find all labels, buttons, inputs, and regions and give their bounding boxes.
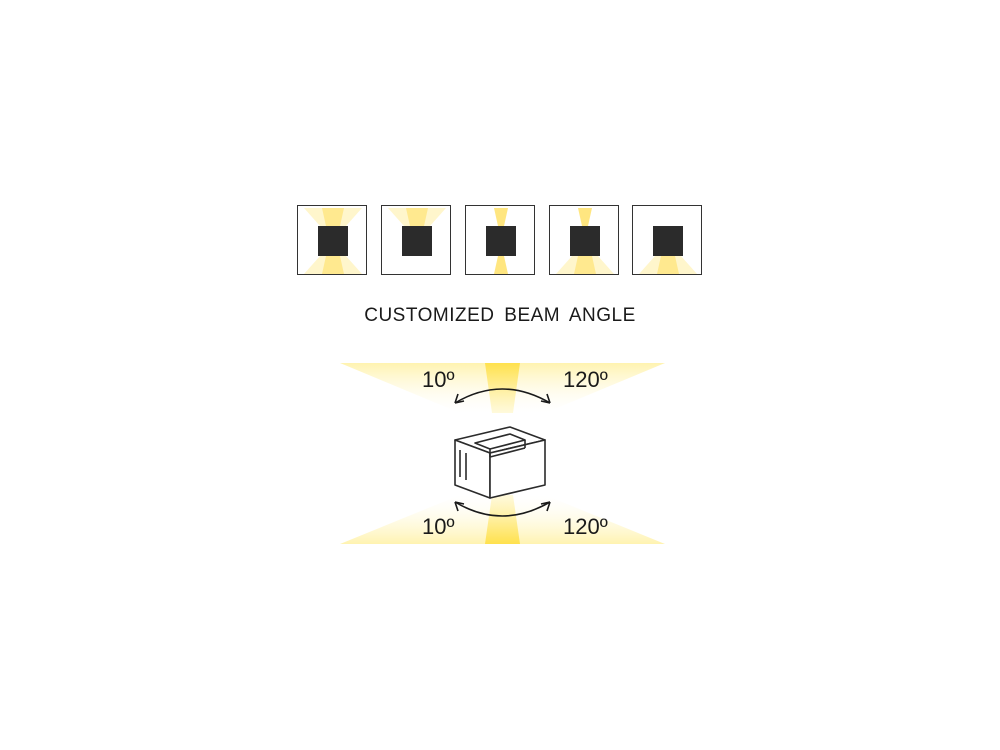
bottom-adjust-arrow [454,501,551,517]
wall-light-fixture [454,426,546,499]
beam-pattern-row [297,205,702,275]
tile-bottom-beam-core [322,256,344,274]
fixture-square [653,226,683,256]
beam-tile-3 [465,205,535,275]
tile-top-beam [494,208,508,226]
top-adjust-arrow [454,388,551,404]
fixture-square [318,226,348,256]
beam-tile-1 [297,205,367,275]
bottom-narrow-angle-label: 10º [422,514,455,539]
fixture-square [570,226,600,256]
beam-tile-2 [381,205,451,275]
beam-angle-diagram: 10º 120º 10º 120º [335,355,670,550]
top-narrow-angle-label: 10º [422,367,455,392]
caption-title: CUSTOMIZED BEAM ANGLE [364,305,636,326]
tile-top-beam-core [406,208,428,226]
beam-tile-4 [549,205,619,275]
bottom-wide-angle-label: 120º [563,514,608,539]
top-narrow-beam [485,363,520,413]
top-wide-angle-label: 120º [563,367,608,392]
fixture-square [486,226,516,256]
tile-bottom-beam-core [657,256,679,274]
tile-bottom-beam [494,256,508,274]
beam-tile-5 [632,205,702,275]
beam-diagram-svg [340,363,665,544]
tile-bottom-beam-core [574,256,596,274]
tile-top-beam [578,208,592,226]
tile-top-beam-core [322,208,344,226]
fixture-square [402,226,432,256]
bottom-narrow-beam [485,495,520,544]
